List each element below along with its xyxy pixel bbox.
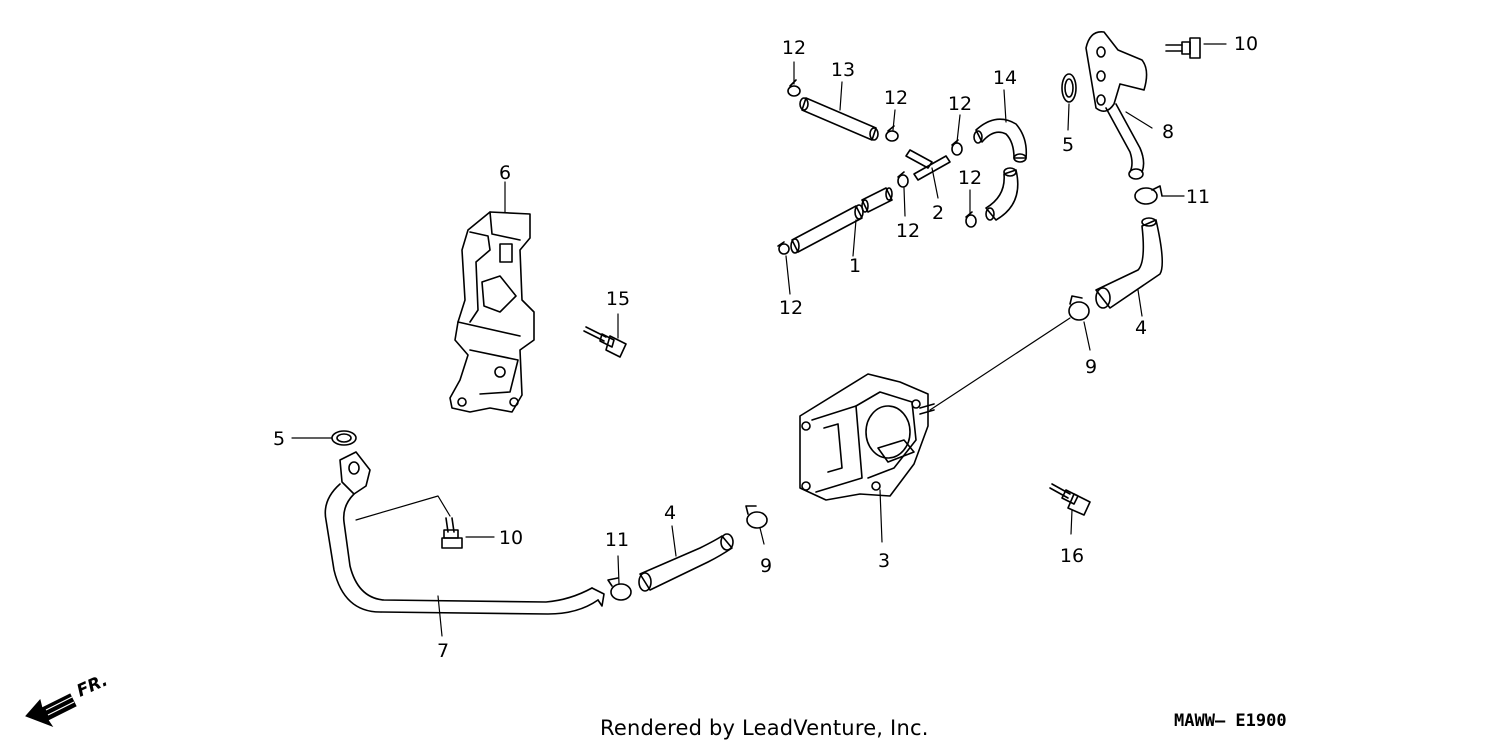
callout-12-f: 12 xyxy=(779,297,803,319)
part-10-bolt-upper xyxy=(1165,37,1201,59)
part-9-clamp-upper xyxy=(1068,295,1090,321)
callout-6: 6 xyxy=(499,162,511,184)
part-9-clamp-lower xyxy=(745,505,768,529)
render-credit: Rendered by LeadVenture, Inc. xyxy=(600,716,929,740)
part-12-clip-b xyxy=(885,125,899,142)
callout-4-lower: 4 xyxy=(664,502,676,524)
callout-5-upper: 5 xyxy=(1062,134,1074,156)
callout-10-lower: 10 xyxy=(499,527,523,549)
callout-4-upper: 4 xyxy=(1135,317,1147,339)
part-7-pipe xyxy=(324,451,605,615)
part-2-joint xyxy=(905,149,951,181)
callout-8: 8 xyxy=(1162,121,1174,143)
part-4-hose-lower xyxy=(638,533,734,592)
callout-16: 16 xyxy=(1060,545,1084,567)
callout-12-b: 12 xyxy=(884,87,908,109)
callouts: 6 15 5 10 7 11 4 9 3 16 9 4 11 8 5 10 12… xyxy=(273,33,1258,662)
front-direction-indicator: FR. xyxy=(25,670,111,728)
part-5-washer-lower xyxy=(331,430,357,446)
callout-9-upper: 9 xyxy=(1085,356,1097,378)
part-8-pipe xyxy=(1085,31,1148,180)
callout-15: 15 xyxy=(606,288,630,310)
part-12-clip-e xyxy=(965,211,977,228)
callout-12-e: 12 xyxy=(958,167,982,189)
part-16-bolt xyxy=(1049,483,1091,516)
callout-3: 3 xyxy=(878,550,890,572)
callout-5-lower: 5 xyxy=(273,428,285,450)
front-arrow-icon xyxy=(25,693,77,728)
callout-11-lower: 11 xyxy=(605,529,629,551)
part-11-clamp-lower xyxy=(607,577,632,601)
part-1-hose xyxy=(790,187,893,254)
diagram-code: MAWW– E1900 xyxy=(1174,711,1287,731)
part-5-washer-upper xyxy=(1061,73,1077,103)
callout-13: 13 xyxy=(831,59,855,81)
callout-12-a: 12 xyxy=(782,37,806,59)
callout-1: 1 xyxy=(849,255,861,277)
part-11-clamp-upper xyxy=(1134,185,1163,205)
leader-lines xyxy=(291,43,1227,637)
callout-11-upper: 11 xyxy=(1186,186,1210,208)
callout-14: 14 xyxy=(993,67,1017,89)
callout-12-c: 12 xyxy=(948,93,972,115)
part-10-bolt-lower xyxy=(441,517,463,549)
callout-12-d: 12 xyxy=(896,220,920,242)
callout-2: 2 xyxy=(932,202,944,224)
part-13-hose xyxy=(799,97,879,141)
part-12-clip-f xyxy=(777,241,790,255)
part-14-hose xyxy=(973,118,1028,221)
part-12-clip-a xyxy=(787,79,801,97)
part-4-hose-upper xyxy=(1095,217,1164,309)
front-label: FR. xyxy=(74,670,111,701)
callout-9-lower: 9 xyxy=(760,555,772,577)
part-3-fuel-pump xyxy=(799,373,935,501)
part-15-bolt xyxy=(583,326,627,358)
part-6-bracket xyxy=(449,211,535,413)
part-12-clip-d xyxy=(897,171,909,188)
callout-7: 7 xyxy=(437,640,449,662)
callout-10-upper: 10 xyxy=(1234,33,1258,55)
